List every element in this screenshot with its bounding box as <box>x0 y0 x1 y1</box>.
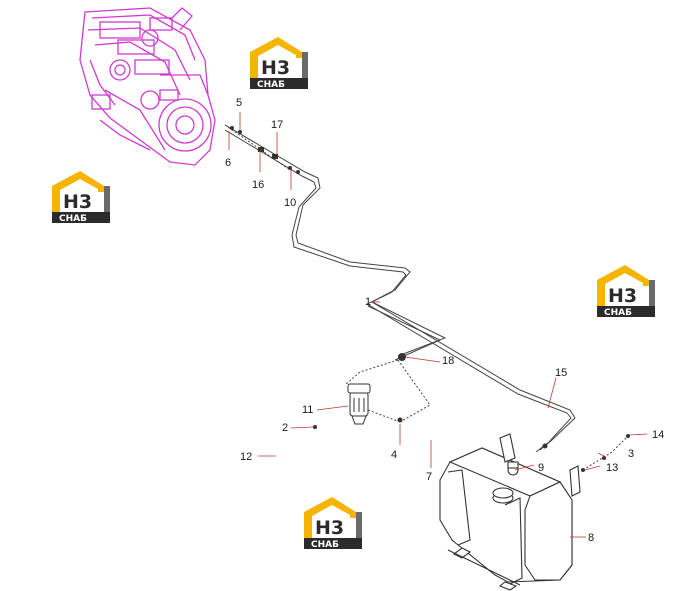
callout-12: 12 <box>240 451 252 463</box>
svg-text:Н3: Н3 <box>315 517 344 539</box>
callout-13: 13 <box>606 462 618 474</box>
svg-text:СНАБ: СНАБ <box>257 80 285 90</box>
svg-text:Н3: Н3 <box>261 57 290 79</box>
svg-text:СНАБ: СНАБ <box>311 540 339 550</box>
callout-8: 8 <box>588 532 594 544</box>
fuel-filter <box>347 383 371 425</box>
callout-14: 14 <box>652 429 664 441</box>
connector-fittings <box>230 126 630 472</box>
leader-lines <box>228 112 648 538</box>
svg-text:Н3: Н3 <box>63 191 92 213</box>
callout-2: 2 <box>282 422 288 434</box>
callout-labels: 5 17 6 16 10 1 15 18 11 2 12 4 7 9 8 13 … <box>225 97 664 544</box>
callout-18: 18 <box>442 355 454 367</box>
callout-1: 1 <box>365 296 371 308</box>
svg-text:Н3: Н3 <box>608 285 637 307</box>
callout-7: 7 <box>426 471 432 483</box>
watermark-logo: Н3 СНАБ <box>597 265 655 318</box>
callout-15: 15 <box>555 367 567 379</box>
callout-4: 4 <box>391 449 397 461</box>
svg-text:СНАБ: СНАБ <box>604 308 632 318</box>
callout-3: 3 <box>628 448 634 460</box>
callout-10: 10 <box>284 197 296 209</box>
watermark-logo: Н3 СНАБ <box>52 171 110 224</box>
callout-5: 5 <box>236 97 242 109</box>
watermark-logo: Н3 СНАБ <box>304 497 362 550</box>
svg-text:СНАБ: СНАБ <box>59 214 87 224</box>
fuel-tank <box>439 433 581 591</box>
callout-16: 16 <box>252 179 264 191</box>
callout-11: 11 <box>302 404 313 416</box>
engine-illustration <box>79 7 216 166</box>
watermark-logo: Н3 СНАБ <box>250 37 308 90</box>
callout-9: 9 <box>538 462 544 474</box>
callout-17: 17 <box>271 119 283 131</box>
fuel-lines <box>224 124 629 471</box>
callout-6: 6 <box>225 157 231 169</box>
